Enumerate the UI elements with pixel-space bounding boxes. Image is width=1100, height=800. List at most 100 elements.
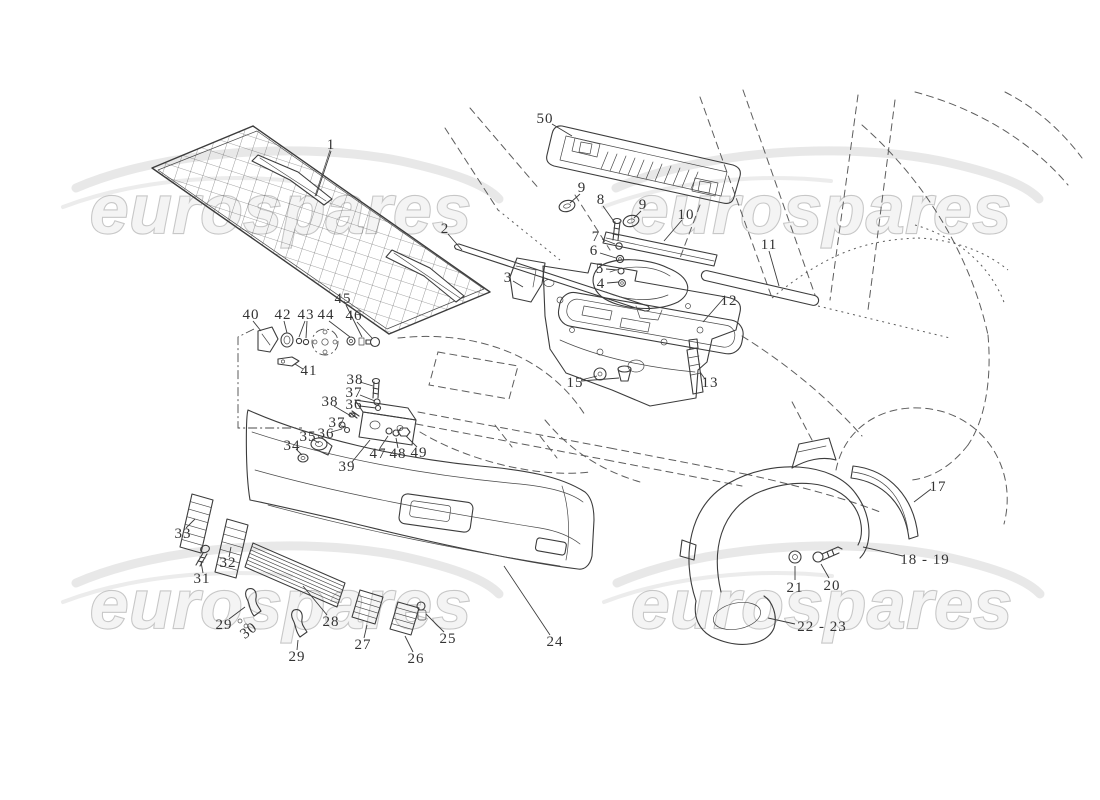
part-label-15[interactable]: 15 (567, 375, 584, 391)
leader-line (702, 297, 725, 323)
leader-line (283, 320, 288, 334)
part-label-38[interactable]: 38 (322, 394, 339, 410)
part-label-4[interactable]: 4 (597, 276, 606, 292)
leader-line (340, 425, 347, 428)
part-label-20[interactable]: 20 (824, 578, 841, 594)
part-label-43[interactable]: 43 (298, 307, 315, 323)
part-label-10[interactable]: 10 (678, 207, 695, 223)
leader-line (200, 561, 204, 574)
washer-43 (302, 338, 310, 346)
bushing-35 (310, 437, 333, 456)
part-label-2[interactable]: 2 (441, 221, 450, 237)
part-label-48[interactable]: 48 (390, 446, 407, 462)
part-label-22-23[interactable]: 22 - 23 (797, 619, 847, 635)
watermark-swoosh (61, 571, 293, 604)
leader-line (425, 613, 445, 633)
part-label-6[interactable]: 6 (590, 243, 599, 259)
hood-vent-slot (251, 154, 333, 206)
part-label-40[interactable]: 40 (243, 307, 260, 323)
leader-line (315, 150, 332, 197)
part-label-7[interactable]: 7 (592, 229, 601, 245)
watermark-swoosh (71, 541, 504, 599)
washer-4 (618, 279, 626, 287)
part-label-33[interactable]: 33 (175, 526, 192, 542)
part-label-28[interactable]: 28 (323, 614, 340, 630)
screw-31 (195, 544, 210, 567)
bumper-grille-28 (244, 542, 346, 608)
clip-29b (291, 609, 308, 638)
part-label-18-19[interactable]: 18 - 19 (900, 552, 950, 568)
part-label-11[interactable]: 11 (761, 237, 777, 253)
leader-line (699, 371, 706, 380)
part-label-24[interactable]: 24 (547, 634, 564, 650)
clip-29 (245, 588, 262, 617)
washer-7 (615, 242, 623, 250)
leader-line (512, 280, 524, 288)
leader-line (330, 428, 343, 433)
part-label-9[interactable]: 9 (578, 180, 587, 196)
part-label-3[interactable]: 3 (504, 270, 513, 286)
part-label-36[interactable]: 36 (346, 397, 363, 413)
part-label-9[interactable]: 9 (639, 197, 648, 213)
part-label-26[interactable]: 26 (408, 651, 425, 667)
part-label-44[interactable]: 44 (318, 307, 335, 323)
part-label-49[interactable]: 49 (411, 445, 428, 461)
part-label-8[interactable]: 8 (597, 192, 606, 208)
part-label-21[interactable]: 21 (787, 580, 804, 596)
leader-line (503, 565, 551, 636)
part-label-34[interactable]: 34 (284, 438, 301, 454)
leader-line (305, 320, 308, 339)
leader-line (767, 617, 796, 625)
support-bracket-3 (509, 257, 546, 303)
part-label-27[interactable]: 27 (355, 637, 372, 653)
part-label-38[interactable]: 38 (347, 372, 364, 388)
leader-line (913, 488, 932, 503)
leader-line (599, 252, 617, 259)
scoop-louvres (600, 151, 699, 190)
part-label-12[interactable]: 12 (721, 293, 738, 309)
leader-line (351, 439, 371, 463)
leader-line (447, 233, 463, 251)
part-label-29[interactable]: 29 (289, 649, 306, 665)
part-label-36[interactable]: 36 (318, 426, 335, 442)
part-label-17[interactable]: 17 (930, 479, 947, 495)
part-label-39[interactable]: 39 (339, 459, 356, 475)
clip-25 (416, 601, 427, 621)
bolt-46 (369, 336, 381, 348)
part-label-45[interactable]: 45 (335, 291, 352, 307)
leader-line (228, 606, 246, 620)
part-label-25[interactable]: 25 (440, 631, 457, 647)
part-label-37[interactable]: 37 (346, 385, 363, 401)
part-label-29[interactable]: 29 (216, 617, 233, 633)
support-panel (542, 262, 741, 407)
watermark-text: eurospares (631, 566, 1013, 643)
leader-line (601, 238, 616, 245)
part-label-47[interactable]: 47 (370, 446, 387, 462)
part-label-1[interactable]: 1 (327, 137, 336, 153)
liner-top-tab (791, 437, 837, 469)
leader-line (395, 437, 399, 449)
front-bumper (179, 409, 595, 638)
screw-30 (237, 618, 243, 624)
leader-line (359, 381, 374, 387)
leader-line (298, 320, 306, 338)
part-label-31[interactable]: 31 (194, 571, 211, 587)
leader-line (551, 123, 573, 137)
part-label-50[interactable]: 50 (537, 111, 554, 127)
part-label-41[interactable]: 41 (301, 363, 318, 379)
part-label-32[interactable]: 32 (220, 555, 237, 571)
part-label-42[interactable]: 42 (275, 307, 292, 323)
watermark-layer: eurospareseurospareseurospareseurospares (61, 146, 1045, 644)
leader-line (820, 563, 830, 579)
watermark-swoosh (612, 541, 1045, 599)
leader-line (359, 394, 376, 402)
part-label-46[interactable]: 46 (346, 308, 363, 324)
part-label-5[interactable]: 5 (596, 261, 605, 277)
part-label-37[interactable]: 37 (329, 415, 346, 431)
washer-37b (338, 421, 346, 429)
hood-vent-slot (385, 249, 465, 303)
part-label-35[interactable]: 35 (300, 429, 317, 445)
side-grille-33 (179, 493, 214, 554)
part-label-13[interactable]: 13 (702, 375, 719, 391)
